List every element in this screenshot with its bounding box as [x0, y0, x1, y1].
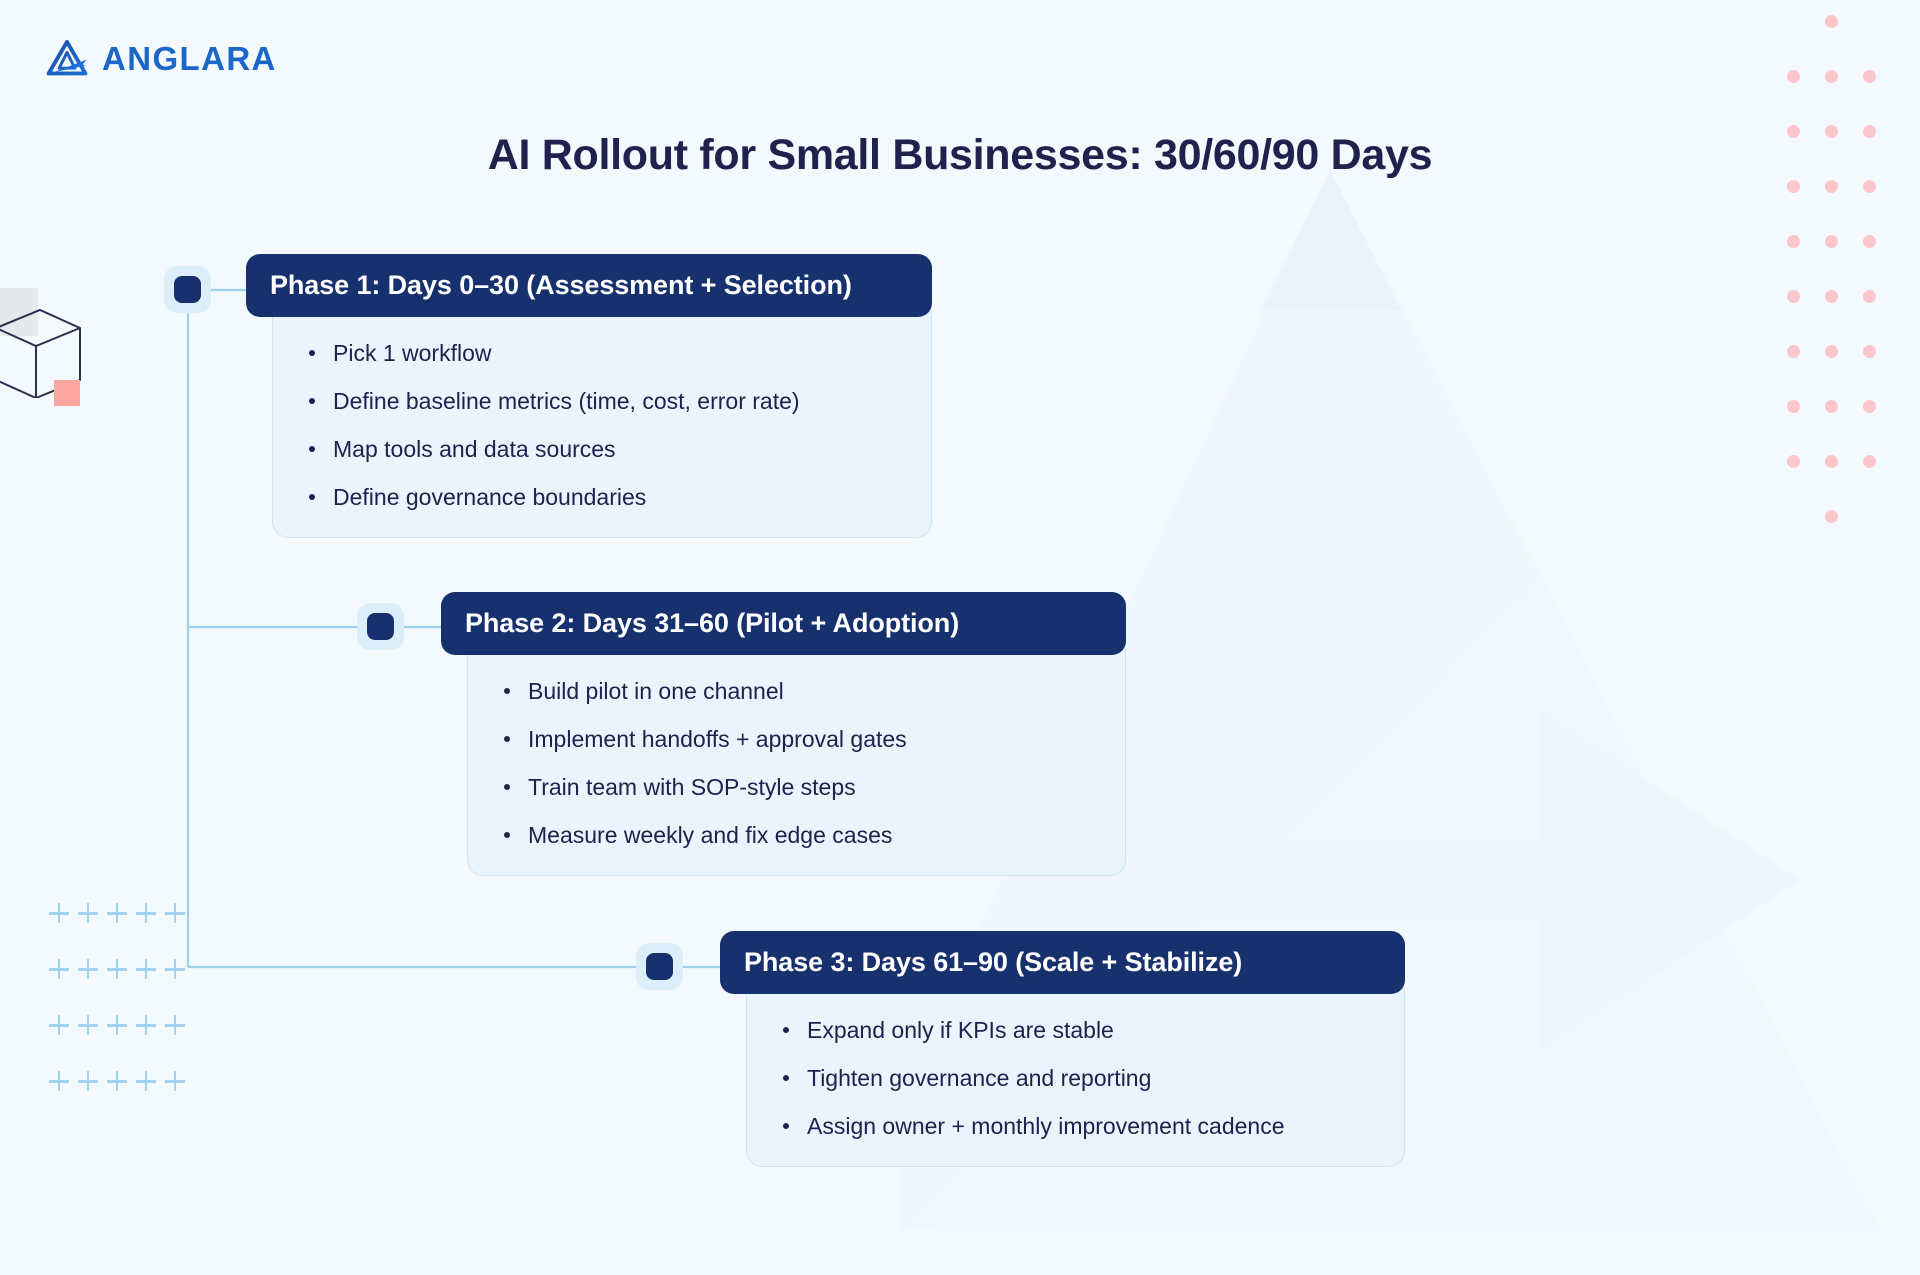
phase-1-bullet-list: Pick 1 workflow Define baseline metrics …: [303, 339, 901, 511]
node-square-icon: [646, 953, 673, 980]
phase-3-bullet: Assign owner + monthly improvement caden…: [777, 1112, 1374, 1140]
phase-3-bullet: Expand only if KPIs are stable: [777, 1016, 1374, 1044]
phase-card-1: Phase 1: Days 0–30 (Assessment + Selecti…: [246, 254, 932, 539]
phase-2-bullet: Build pilot in one channel: [498, 677, 1095, 705]
phase-2-bullet: Train team with SOP-style steps: [498, 773, 1095, 801]
phase-1-node-marker[interactable]: [164, 266, 211, 313]
phase-1-body: Pick 1 workflow Define baseline metrics …: [272, 311, 932, 539]
page-title: AI Rollout for Small Businesses: 30/60/9…: [487, 131, 1433, 179]
phase-3-body: Expand only if KPIs are stable Tighten g…: [746, 988, 1405, 1168]
decor-cube: [0, 288, 88, 406]
phase-2-node-marker[interactable]: [357, 603, 404, 650]
phase-1-header: Phase 1: Days 0–30 (Assessment + Selecti…: [246, 254, 932, 317]
phase-card-2: Phase 2: Days 31–60 (Pilot + Adoption) B…: [441, 592, 1126, 877]
phase-1-bullet: Define governance boundaries: [303, 483, 901, 511]
phase-1-bullet: Define baseline metrics (time, cost, err…: [303, 387, 901, 415]
phase-2-bullet: Measure weekly and fix edge cases: [498, 821, 1095, 849]
brand-name: ANGLARA: [102, 40, 277, 77]
node-square-icon: [367, 613, 394, 640]
decor-plus-grid: [44, 885, 189, 1109]
brand-logo[interactable]: ANGLARA: [46, 38, 277, 80]
phase-2-header: Phase 2: Days 31–60 (Pilot + Adoption): [441, 592, 1126, 655]
node-square-icon: [174, 276, 201, 303]
phase-3-bullet-list: Expand only if KPIs are stable Tighten g…: [777, 1016, 1374, 1140]
decor-pink-square: [54, 380, 80, 406]
phase-3-bullet: Tighten governance and reporting: [777, 1064, 1374, 1092]
phase-1-bullet: Pick 1 workflow: [303, 339, 901, 367]
phase-2-bullet: Implement handoffs + approval gates: [498, 725, 1095, 753]
decor-grey-square: [0, 288, 38, 336]
anglara-triangle-logo-icon: [46, 39, 88, 76]
phase-1-bullet: Map tools and data sources: [303, 435, 901, 463]
phase-card-3: Phase 3: Days 61–90 (Scale + Stabilize) …: [720, 931, 1405, 1168]
phase-3-node-marker[interactable]: [636, 943, 683, 990]
phase-2-body: Build pilot in one channel Implement han…: [467, 649, 1126, 877]
phase-3-header: Phase 3: Days 61–90 (Scale + Stabilize): [720, 931, 1405, 994]
decor-dot-grid: [1774, 0, 1888, 544]
phase-2-bullet-list: Build pilot in one channel Implement han…: [498, 677, 1095, 849]
